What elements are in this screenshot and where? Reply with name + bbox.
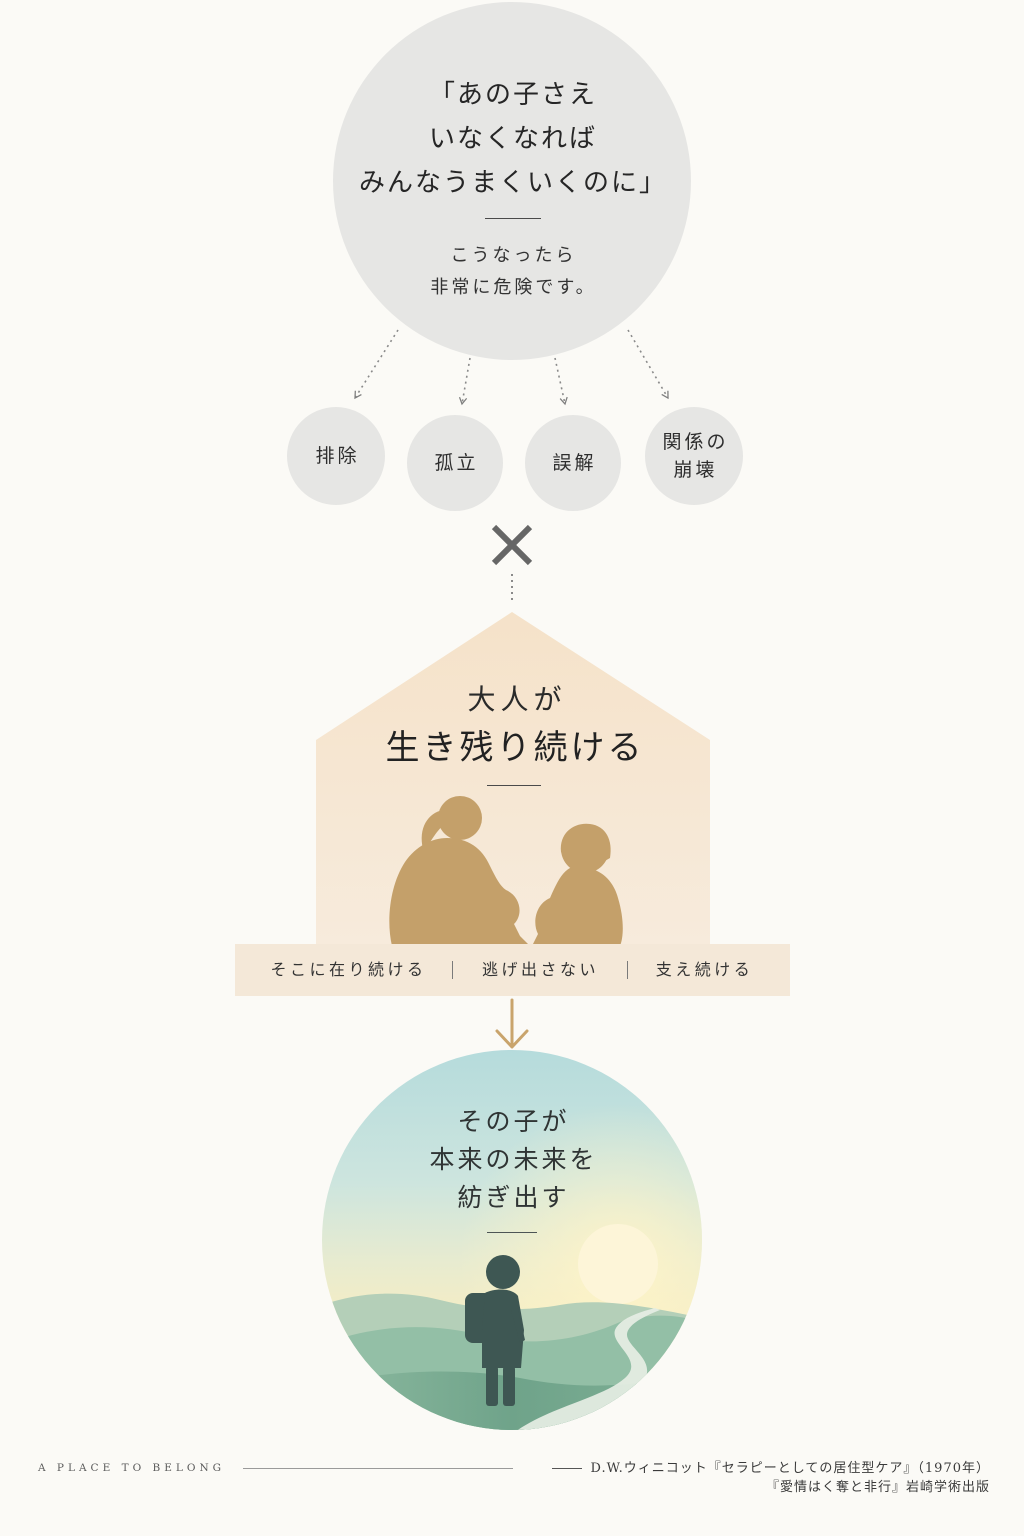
warning-circle	[333, 2, 691, 360]
risk-circle-misunderstanding	[525, 415, 621, 511]
house-divider	[487, 785, 541, 786]
house-action: 生き残り続ける	[385, 728, 645, 768]
citation-line: D.W.ウィニコット『セラピーとしての居住型ケア』（1970年）	[552, 1459, 990, 1478]
dotted-arrow-icon	[354, 329, 669, 406]
warning-text: こうなったら 非常に危険です。	[0, 240, 1024, 304]
risk-label-breakdown: 関係の 崩壊	[634, 428, 754, 484]
walking-child-silhouette	[465, 1255, 525, 1406]
arrow-to-breakdown	[627, 329, 669, 400]
future-divider	[487, 1232, 537, 1233]
child-silhouette	[532, 823, 623, 946]
sun	[578, 1224, 658, 1304]
citation-dash	[552, 1468, 583, 1469]
citation-line: 『愛情はく奪と非行』岩崎学術出版	[765, 1480, 990, 1495]
arrow-to-exclusion	[354, 329, 399, 400]
risk-label-line: 孤立	[434, 452, 479, 474]
quote-line: いなくなれば	[428, 124, 597, 154]
risk-label-line: 関係の	[662, 431, 729, 453]
risk-circle-isolation	[407, 415, 503, 511]
footer-tagline: A PLACE TO BELONG	[38, 1462, 226, 1474]
citation-author: D.W.ウィニコット『セラピーとしての居住型ケア』（1970年）	[590, 1461, 990, 1476]
x-mark-icon	[491, 524, 533, 566]
banner-item-support: 支え続ける	[655, 960, 754, 979]
arrow-to-misunderstanding	[554, 357, 568, 406]
quote-divider	[485, 218, 541, 219]
risk-label-misunderstanding: 誤解	[513, 449, 633, 477]
risk-circle-exclusion	[287, 407, 385, 505]
banner-item-stay: そこに在り続ける	[270, 960, 427, 979]
future-line: 紡ぎ出す	[457, 1183, 570, 1212]
winding-path	[505, 1308, 660, 1430]
future-text: その子が 本来の未来を 紡ぎ出す	[0, 1103, 1024, 1217]
arrow-to-isolation	[458, 357, 471, 406]
risk-label-line: 排除	[315, 445, 360, 467]
arrow-down-icon	[495, 998, 529, 1049]
house-subject: 大人が	[467, 683, 567, 716]
quote-line: 「あの子さえ	[428, 80, 597, 110]
footer-citation: D.W.ウィニコット『セラピーとしての居住型ケア』（1970年） 『愛情はく奪と…	[552, 1459, 990, 1497]
risk-label-line: 誤解	[552, 452, 597, 474]
banner-item-no-escape: 逃げ出さない	[481, 960, 599, 979]
danger-quote: 「あの子さえ いなくなれば みんなうまくいくのに」	[0, 73, 1024, 205]
risk-circle-breakdown	[645, 407, 743, 505]
future-line: その子が	[457, 1107, 570, 1136]
quote-line: みんなうまくいくのに」	[358, 168, 667, 198]
warning-line: こうなったら	[450, 245, 577, 266]
future-line: 本来の未来を	[429, 1145, 598, 1174]
adult-silhouette	[389, 796, 530, 946]
warning-line: 非常に危険です。	[430, 277, 597, 298]
action-banner	[235, 944, 790, 996]
risk-label-exclusion: 排除	[276, 442, 396, 470]
banner-separator	[627, 961, 628, 979]
risk-label-line: 崩壊	[673, 459, 718, 481]
footer-rule	[243, 1468, 513, 1469]
banner-separator	[452, 961, 453, 979]
risk-label-isolation: 孤立	[395, 449, 515, 477]
